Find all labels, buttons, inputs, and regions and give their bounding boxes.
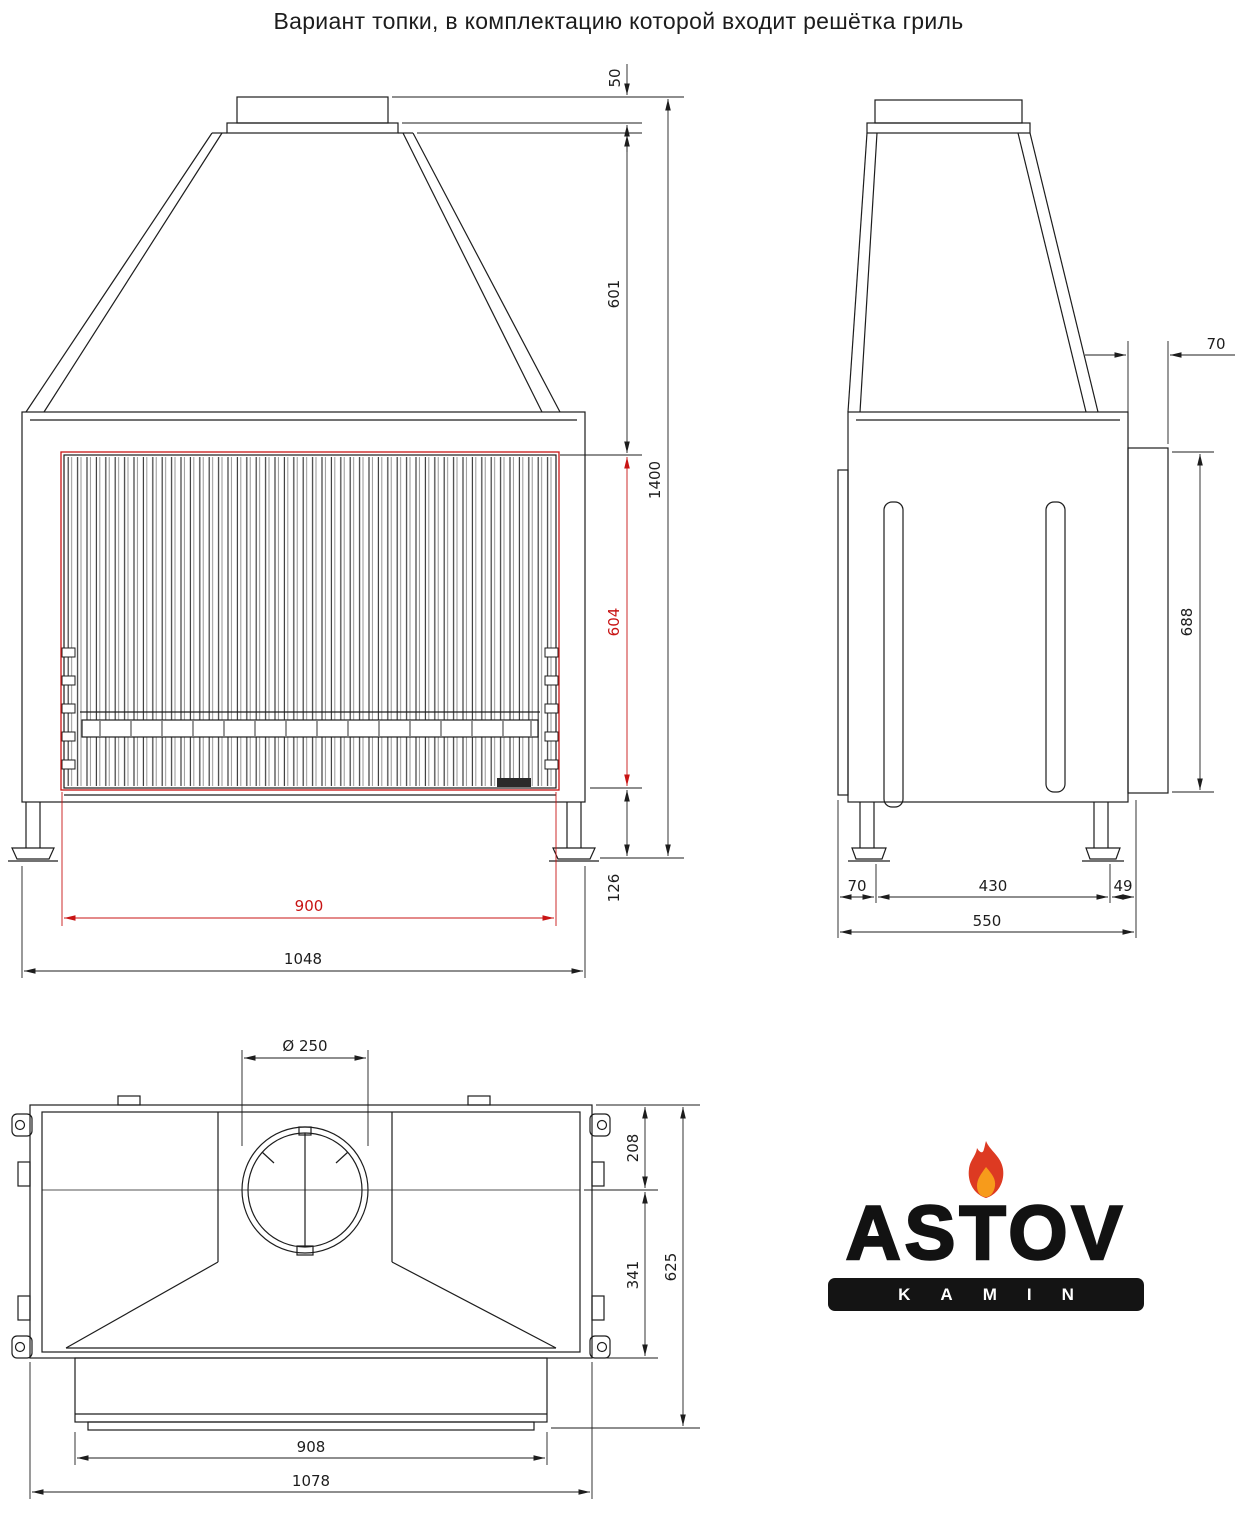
dim-plan-overall-width: 1078 [292,1472,330,1490]
side-back-channel [1127,447,1169,794]
side-legs [848,802,1124,862]
plan-view [11,1095,611,1431]
side-view [837,99,1169,862]
side-slot-front [883,501,904,808]
front-flue-collar [236,96,389,124]
flame-icon [968,1141,1004,1198]
logo-kamin-bar: KAMIN [828,1278,1144,1311]
side-firebox-body [847,411,1129,803]
front-legs [8,802,599,862]
dim-front-base-height: 126 [605,874,623,903]
dim-plan-opening-width: 908 [297,1438,326,1456]
grill-handle-bar [81,719,539,738]
dim-side-rear-offset: 49 [1113,877,1132,895]
side-hood [847,132,1099,413]
front-opening-outline [60,451,560,791]
logo-subbrand: KAMIN [898,1284,1104,1304]
dim-plan-front-depth: 341 [624,1261,642,1290]
logo: ASTOV KAMIN [828,1140,1144,1311]
front-grill [61,454,559,796]
grill-adjustment-notches [61,647,559,770]
dim-front-opening-height: 604 [605,608,623,637]
dim-side-channel-depth: 70 [1206,335,1225,353]
front-dimensions [21,64,684,978]
dim-side-back-height: 688 [1178,608,1196,637]
side-flue-collar [874,99,1023,124]
dim-front-total-height: 1400 [646,461,664,499]
front-view [8,96,599,862]
side-flue-flange [866,122,1031,134]
dim-plan-flue-diameter: Ø 250 [282,1037,327,1055]
dim-front-hood-height: 601 [605,280,623,309]
plan-front-assembly [74,1357,548,1431]
dim-front-opening-width: 900 [295,897,324,915]
front-firebox-body [21,411,586,803]
side-dimensions [837,341,1235,938]
plan-hood-funnel [65,1112,557,1349]
front-flue-flange [226,122,399,134]
dim-side-front-offset: 70 [847,877,866,895]
side-slot-rear [1045,501,1066,793]
logo-brand: ASTOV [845,1191,1127,1276]
dim-front-collar-height: 50 [606,68,624,87]
plan-flue-opening [241,1126,369,1256]
plan-corner-tabs [11,1113,611,1359]
plan-dimensions [29,1050,700,1499]
dim-side-foot-spacing: 430 [979,877,1008,895]
dim-side-overall-depth: 550 [973,912,1002,930]
grill-name-plate [497,778,531,787]
front-dimensions-red [61,457,630,926]
plan-inner-frame [41,1111,581,1353]
dim-front-overall-width: 1048 [284,950,322,968]
drawing-title: Вариант топки, в комплектацию которой вх… [273,8,964,34]
dim-plan-overall-depth: 625 [662,1253,680,1282]
side-front-frame [837,469,849,796]
dim-plan-flue-center: 208 [624,1134,642,1163]
front-hood [25,132,561,413]
